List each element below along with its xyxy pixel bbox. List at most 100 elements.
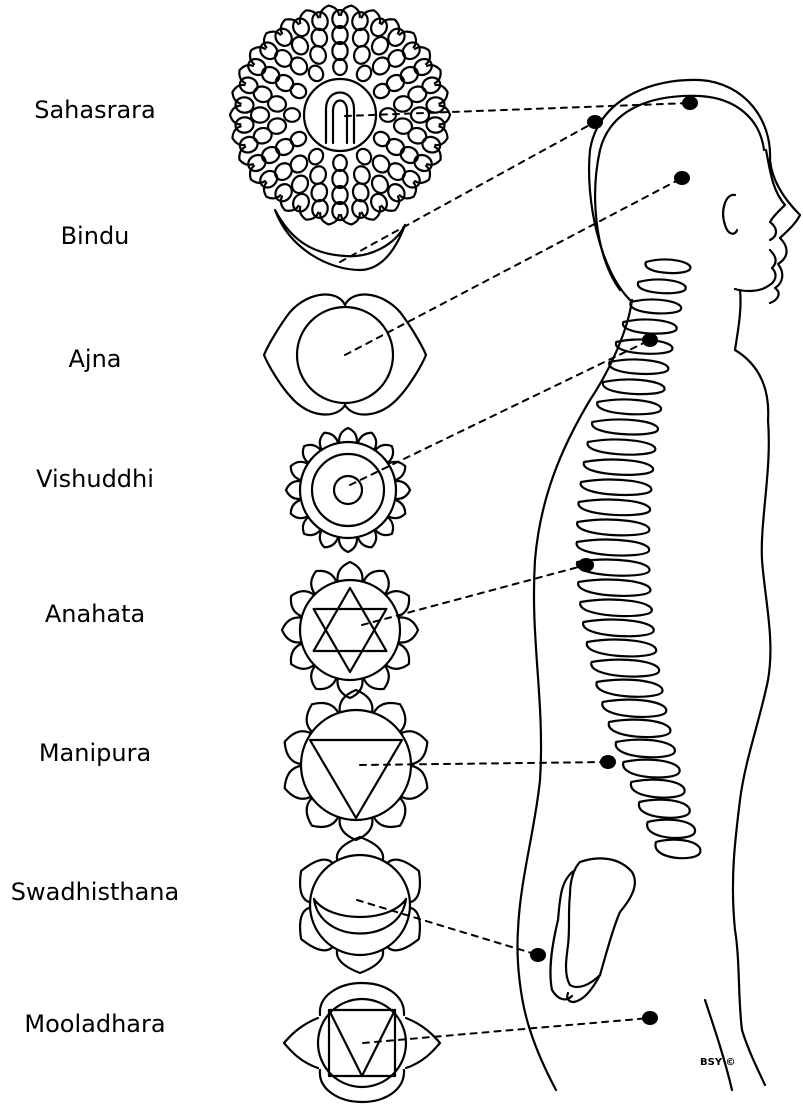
lotus-cell (284, 108, 300, 122)
sahasrara-symbol (230, 6, 450, 225)
petal (291, 462, 308, 480)
petal (303, 445, 321, 463)
petal (307, 798, 339, 827)
lotus-cell (306, 146, 326, 167)
petal (358, 530, 376, 547)
lotus-cell (273, 72, 296, 94)
petal (337, 562, 362, 582)
chin-line (735, 250, 776, 291)
point-mooladhara (642, 1011, 658, 1025)
petal (401, 731, 427, 764)
point-swadhisthana (530, 948, 546, 962)
petal (303, 517, 321, 535)
lotus-cell (411, 56, 434, 78)
petal (374, 798, 406, 827)
vertebra (647, 820, 695, 838)
petal (388, 500, 405, 518)
sacrum (566, 858, 635, 1002)
vertebra (591, 660, 659, 677)
thigh-line (705, 1000, 732, 1090)
petal (435, 126, 447, 145)
mid-circle (312, 454, 384, 526)
spine (577, 260, 701, 859)
vertebra (655, 840, 700, 859)
vertebra (596, 680, 662, 697)
vertebra (577, 520, 649, 536)
lotus-cell (384, 72, 407, 94)
point-vishuddhi (642, 333, 658, 347)
petal (339, 428, 357, 443)
pelvis-outline (550, 870, 575, 999)
petal (440, 106, 450, 125)
petal (320, 530, 338, 547)
vertebra (587, 440, 655, 455)
head-outline (589, 80, 800, 303)
ear (723, 195, 737, 234)
outer-circle (300, 442, 396, 538)
lotus-cell (288, 81, 309, 101)
vertebra (584, 460, 653, 475)
vertebra (623, 760, 680, 778)
petal (362, 10, 380, 23)
triangle-down (314, 609, 387, 672)
lotus-cell (371, 81, 392, 101)
petal (358, 433, 376, 450)
petal (282, 617, 302, 642)
vertebra (578, 500, 650, 516)
point-anahata (578, 558, 594, 572)
vertebra (587, 640, 656, 657)
front-line (733, 290, 771, 1085)
petal (395, 481, 410, 499)
lotus-cell (267, 117, 287, 135)
manipura-symbol (285, 690, 428, 840)
petal (300, 207, 318, 220)
petal (285, 731, 311, 764)
vertebra (577, 540, 650, 556)
vertebra (609, 720, 671, 738)
petal (285, 766, 311, 799)
point-ajna (674, 171, 690, 185)
lotus-cell (273, 136, 296, 158)
point-manipura (600, 755, 616, 769)
petal (232, 126, 244, 145)
vertebra (623, 320, 677, 334)
petal (375, 445, 393, 463)
petal (307, 703, 339, 732)
lotus-cell (411, 152, 434, 174)
petal (230, 106, 240, 125)
lotus-cell (393, 117, 413, 135)
petal (427, 147, 441, 165)
lotus-cell (252, 85, 273, 104)
vertebra (592, 420, 658, 435)
petal (435, 85, 447, 104)
petal (375, 517, 393, 535)
circle (300, 580, 400, 680)
circle (301, 710, 411, 820)
mooladhara-symbol (284, 983, 440, 1102)
vertebra (603, 380, 665, 395)
vertebra (578, 580, 650, 596)
petal (401, 766, 427, 799)
petal (239, 65, 253, 83)
lotus-cell (384, 136, 407, 158)
lotus-cell (393, 95, 413, 113)
vertebra (630, 300, 681, 314)
vertebra (581, 480, 652, 495)
lotus-cell (407, 85, 428, 104)
lotus-cell (333, 155, 347, 171)
inner-circle (334, 476, 362, 504)
vertebra (583, 620, 654, 637)
petal (339, 537, 357, 552)
lotus-cell (371, 129, 392, 149)
petal (239, 147, 253, 165)
lotus-cell (354, 146, 374, 167)
vertebra (638, 280, 686, 294)
point-bindu (587, 115, 603, 129)
vertebra (631, 780, 685, 798)
vertebra (609, 360, 668, 374)
center-circle (304, 79, 376, 151)
vertebra (639, 800, 690, 818)
petal (374, 703, 406, 732)
human-figure (518, 80, 801, 1090)
